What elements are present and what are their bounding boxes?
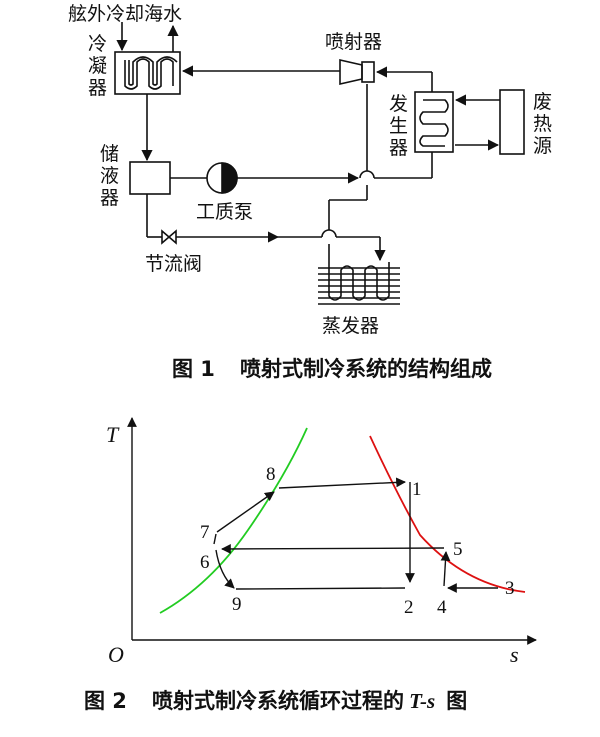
receiver-label-1: 储 — [100, 143, 119, 165]
generator-label-1: 发 — [389, 93, 408, 115]
process-6-9 — [215, 549, 235, 589]
point-3: 3 — [505, 578, 515, 599]
evaporator-label: 蒸发器 — [322, 315, 379, 337]
figure2-caption: 图 2 喷射式制冷系统循环过程的 T-s 图 — [84, 689, 467, 713]
condenser-label-2: 凝 — [88, 55, 107, 77]
pump-label: 工质泵 — [196, 201, 253, 223]
saturated-liquid-curve — [159, 427, 308, 614]
origin-label: O — [108, 642, 124, 667]
point-1: 1 — [412, 479, 422, 500]
condenser-coil-icon — [124, 58, 174, 90]
receiver-label-3: 器 — [100, 187, 119, 209]
point-8: 8 — [266, 464, 276, 485]
generator-label-2: 生 — [389, 115, 408, 137]
condenser-label-3: 器 — [88, 77, 107, 99]
t-axis-label: T — [106, 422, 120, 447]
point-5: 5 — [453, 539, 463, 560]
ejector-label: 喷射器 — [325, 31, 382, 53]
valve-label: 节流阀 — [145, 253, 202, 275]
point-6: 6 — [200, 552, 210, 573]
point-4: 4 — [437, 597, 447, 618]
pipe-crossover-2 — [321, 229, 337, 238]
figure2-ts-diagram: T s O 1 2 3 4 5 6 7 8 9 — [106, 417, 537, 667]
point-7: 7 — [200, 522, 210, 543]
process-7-8 — [216, 491, 275, 533]
point-9: 9 — [232, 594, 242, 615]
process-4-5 — [440, 551, 451, 587]
pipe-crossover-1 — [359, 170, 375, 179]
process-9-2 — [235, 587, 406, 590]
process-5-6 — [221, 544, 445, 554]
point-2: 2 — [404, 597, 414, 618]
evaporator-icon — [318, 262, 400, 305]
waste-heat-label-3: 源 — [533, 135, 552, 157]
generator-label-3: 器 — [389, 137, 408, 159]
process-8-1 — [278, 477, 406, 489]
ejector-body — [361, 61, 375, 83]
saturated-vapor-curve — [369, 435, 526, 593]
receiver-label-2: 液 — [100, 165, 119, 187]
generator-box — [414, 91, 454, 153]
waste-heat-box — [499, 89, 525, 155]
figure1-caption: 图 1 喷射式制冷系统的结构组成 — [172, 357, 492, 381]
valve-icon — [161, 229, 177, 245]
figure1-schematic: 舷外冷却海水 冷 凝 器 喷射器 发 生 器 废 热 源 — [68, 3, 552, 337]
s-axis-label: s — [510, 642, 519, 667]
seawater-label: 舷外冷却海水 — [68, 3, 182, 25]
receiver-box — [129, 161, 171, 195]
waste-heat-label-2: 热 — [533, 113, 552, 135]
pump-icon — [221, 162, 238, 194]
process-6-7 — [213, 533, 217, 545]
condenser-label-1: 冷 — [88, 33, 107, 55]
waste-heat-label-1: 废 — [533, 91, 552, 113]
ejector-nozzle-icon — [339, 58, 363, 86]
generator-coil-icon — [419, 99, 449, 147]
